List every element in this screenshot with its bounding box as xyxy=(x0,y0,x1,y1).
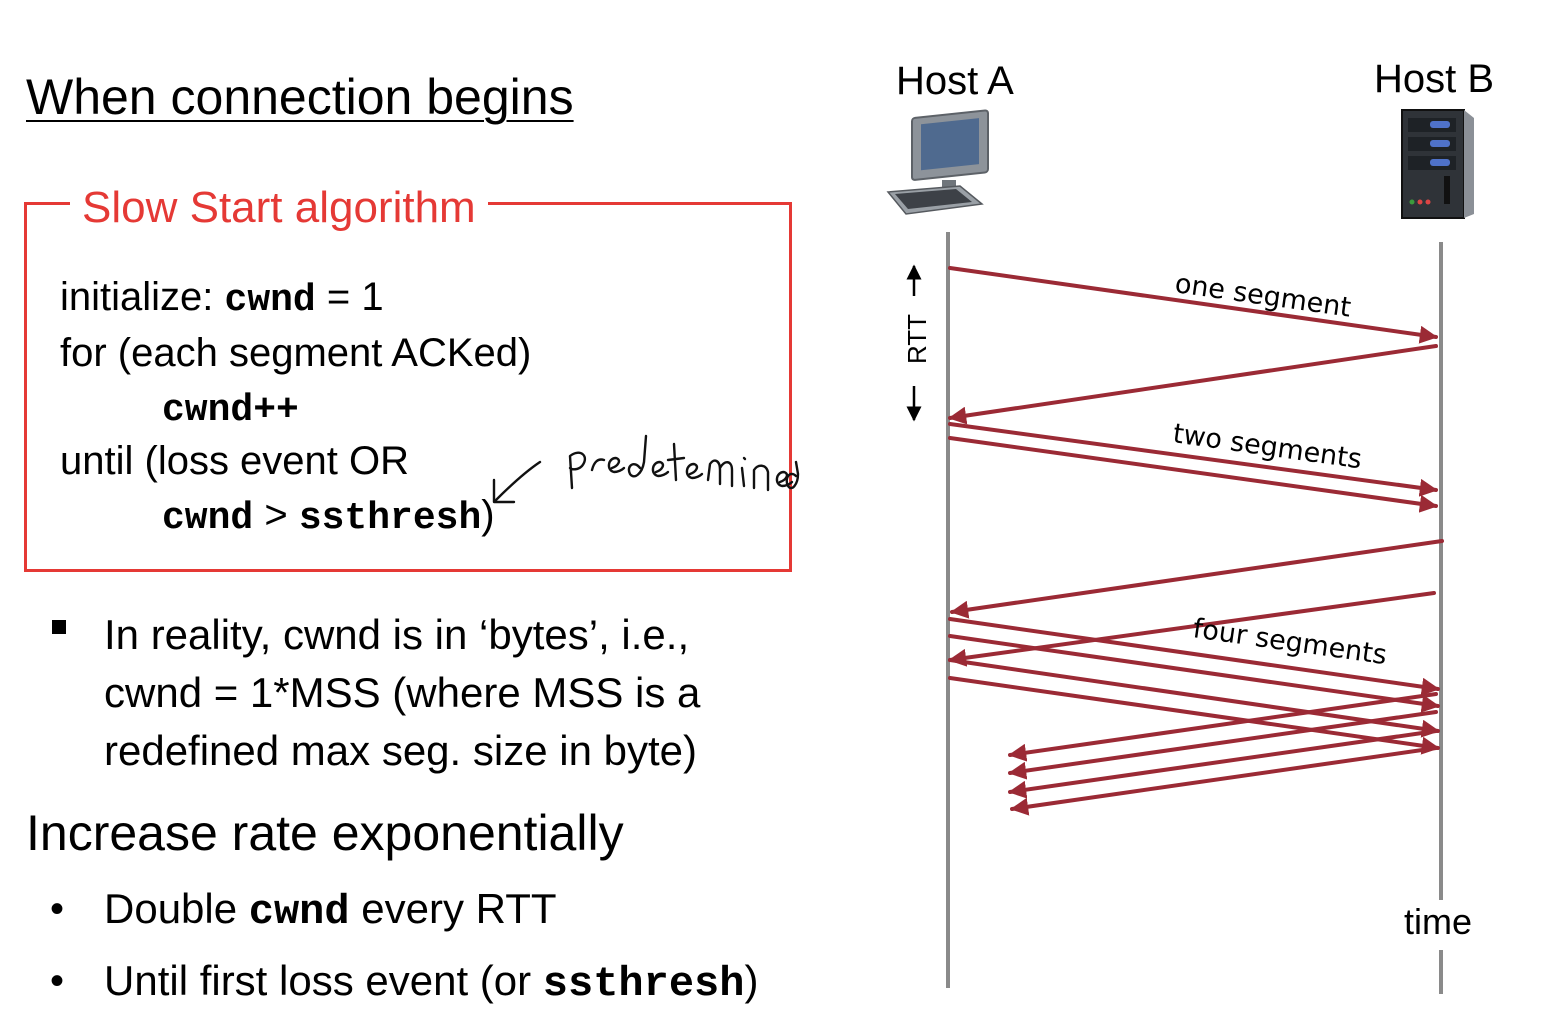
time-label: time xyxy=(1404,901,1472,942)
ack-arrow xyxy=(1008,729,1438,799)
server-tower-icon xyxy=(1401,109,1474,219)
code-keyword: cwnd xyxy=(224,279,316,322)
code-keyword: cwnd xyxy=(162,497,254,540)
ack-arrow xyxy=(1008,710,1438,780)
host-a-label: Host A xyxy=(896,59,1014,103)
segment-arrow xyxy=(948,436,1438,513)
dot-bullet-icon: • xyxy=(50,959,65,1003)
bullet-until-loss: Until first loss event (or ssthresh) xyxy=(104,952,758,1013)
segment-arrow xyxy=(948,634,1440,713)
bullet-double-cwnd: Double cwnd every RTT xyxy=(104,880,557,941)
segment-label: four segments xyxy=(1191,613,1389,671)
code-text: = 1 xyxy=(315,275,384,319)
bullet-text: Double xyxy=(104,885,249,932)
square-bullet-icon xyxy=(52,620,66,634)
rtt-label: RTT xyxy=(902,314,932,364)
code-line-until: until (loss event OR xyxy=(60,439,410,483)
ack-arrow xyxy=(1008,692,1438,762)
segment-arrow xyxy=(948,658,1440,738)
host-b-label: Host B xyxy=(1374,57,1495,101)
bullet-text: Until first loss event (or xyxy=(104,957,543,1004)
code-line-condition: cwnd > ssthresh) xyxy=(162,490,495,544)
code-text: > xyxy=(253,493,299,537)
handwritten-predetermined-annotation xyxy=(492,434,800,504)
code-text: initialize: xyxy=(60,275,225,319)
code-line-for: for (each segment ACKed) xyxy=(60,331,532,375)
bullet-line: In reality, cwnd is in ‘bytes’, i.e., xyxy=(104,611,690,658)
ack-arrow xyxy=(1010,746,1438,816)
segment-arrow xyxy=(948,422,1438,497)
code-line-initialize: initialize: cwnd = 1 xyxy=(60,272,384,326)
ack-arrow xyxy=(950,539,1444,619)
segment-arrow xyxy=(948,266,1438,344)
code-keyword: cwnd xyxy=(248,888,350,936)
segment-arrow xyxy=(948,617,1440,696)
code-line-increment: cwnd++ xyxy=(162,382,299,436)
ack-arrow xyxy=(948,344,1438,425)
segment-label: one segment xyxy=(1173,268,1353,323)
bullet-line: redefined max seg. size in byte) xyxy=(104,727,697,774)
code-keyword: ssthresh xyxy=(298,497,482,540)
page-title: When connection begins xyxy=(26,69,574,125)
message-arrows xyxy=(948,266,1444,816)
segment-arrow xyxy=(948,676,1440,755)
bullet-text: ) xyxy=(744,957,759,1004)
section-heading: Increase rate exponentially xyxy=(26,805,624,861)
desktop-computer-icon xyxy=(886,109,989,215)
algorithm-title: Slow Start algorithm xyxy=(70,180,488,236)
bullet-line: cwnd = 1*MSS (where MSS is a xyxy=(104,669,701,716)
code-keyword: ssthresh xyxy=(542,960,745,1008)
code-text: ) xyxy=(481,493,495,537)
bullet-text: every RTT xyxy=(349,885,557,932)
dot-bullet-icon: • xyxy=(50,887,65,931)
code-keyword: cwnd++ xyxy=(162,389,299,432)
